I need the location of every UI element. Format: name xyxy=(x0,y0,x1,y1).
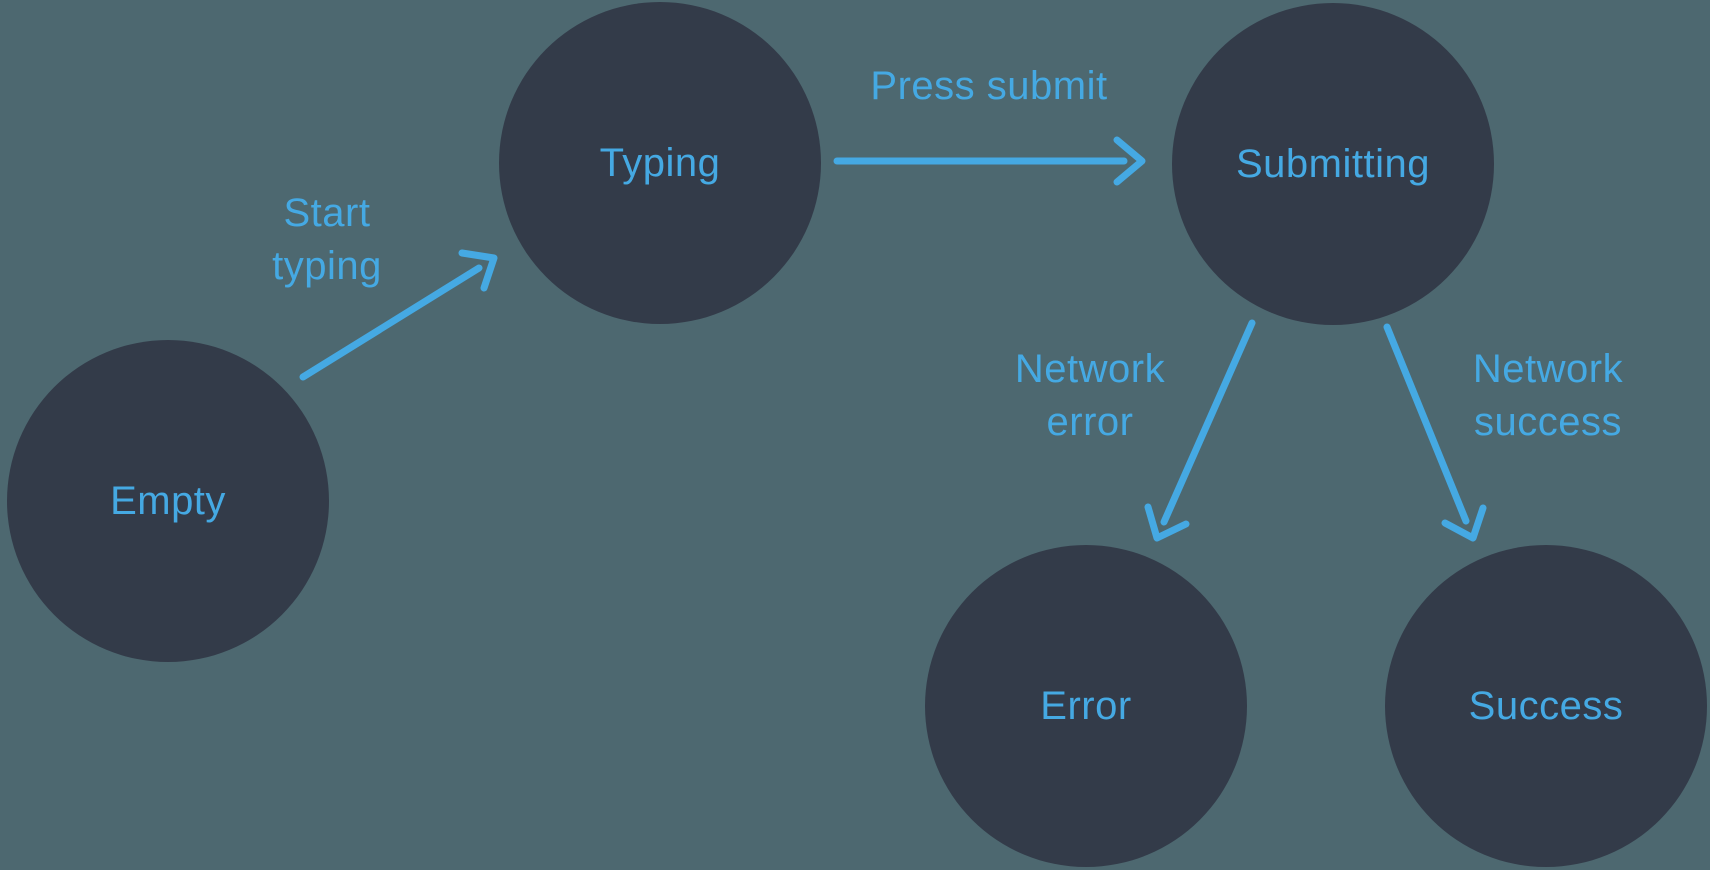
arrow-head-icon xyxy=(1441,504,1487,542)
transition-label-network-error: Network error xyxy=(1014,347,1166,444)
transition-label-network-success: Network success xyxy=(1472,347,1624,444)
state-node-submitting: Submitting xyxy=(1172,3,1494,325)
state-label-error: Error xyxy=(1040,683,1132,728)
arrow-head-icon xyxy=(458,249,498,292)
arrow-head-icon xyxy=(1144,503,1190,542)
state-label-empty: Empty xyxy=(110,478,226,523)
arrow-head-icon xyxy=(1113,136,1146,186)
state-node-error: Error xyxy=(925,545,1247,867)
state-node-typing: Typing xyxy=(499,2,821,324)
state-label-success: Success xyxy=(1468,683,1624,728)
arrow-press-submit xyxy=(833,136,1146,186)
state-label-submitting: Submitting xyxy=(1236,141,1430,186)
state-node-empty: Empty xyxy=(7,340,329,662)
state-label-typing: Typing xyxy=(599,140,721,185)
transition-label-start-typing: Start typing xyxy=(272,191,382,288)
transition-label-press-submit: Press submit xyxy=(870,64,1108,108)
state-node-success: Success xyxy=(1385,545,1707,867)
